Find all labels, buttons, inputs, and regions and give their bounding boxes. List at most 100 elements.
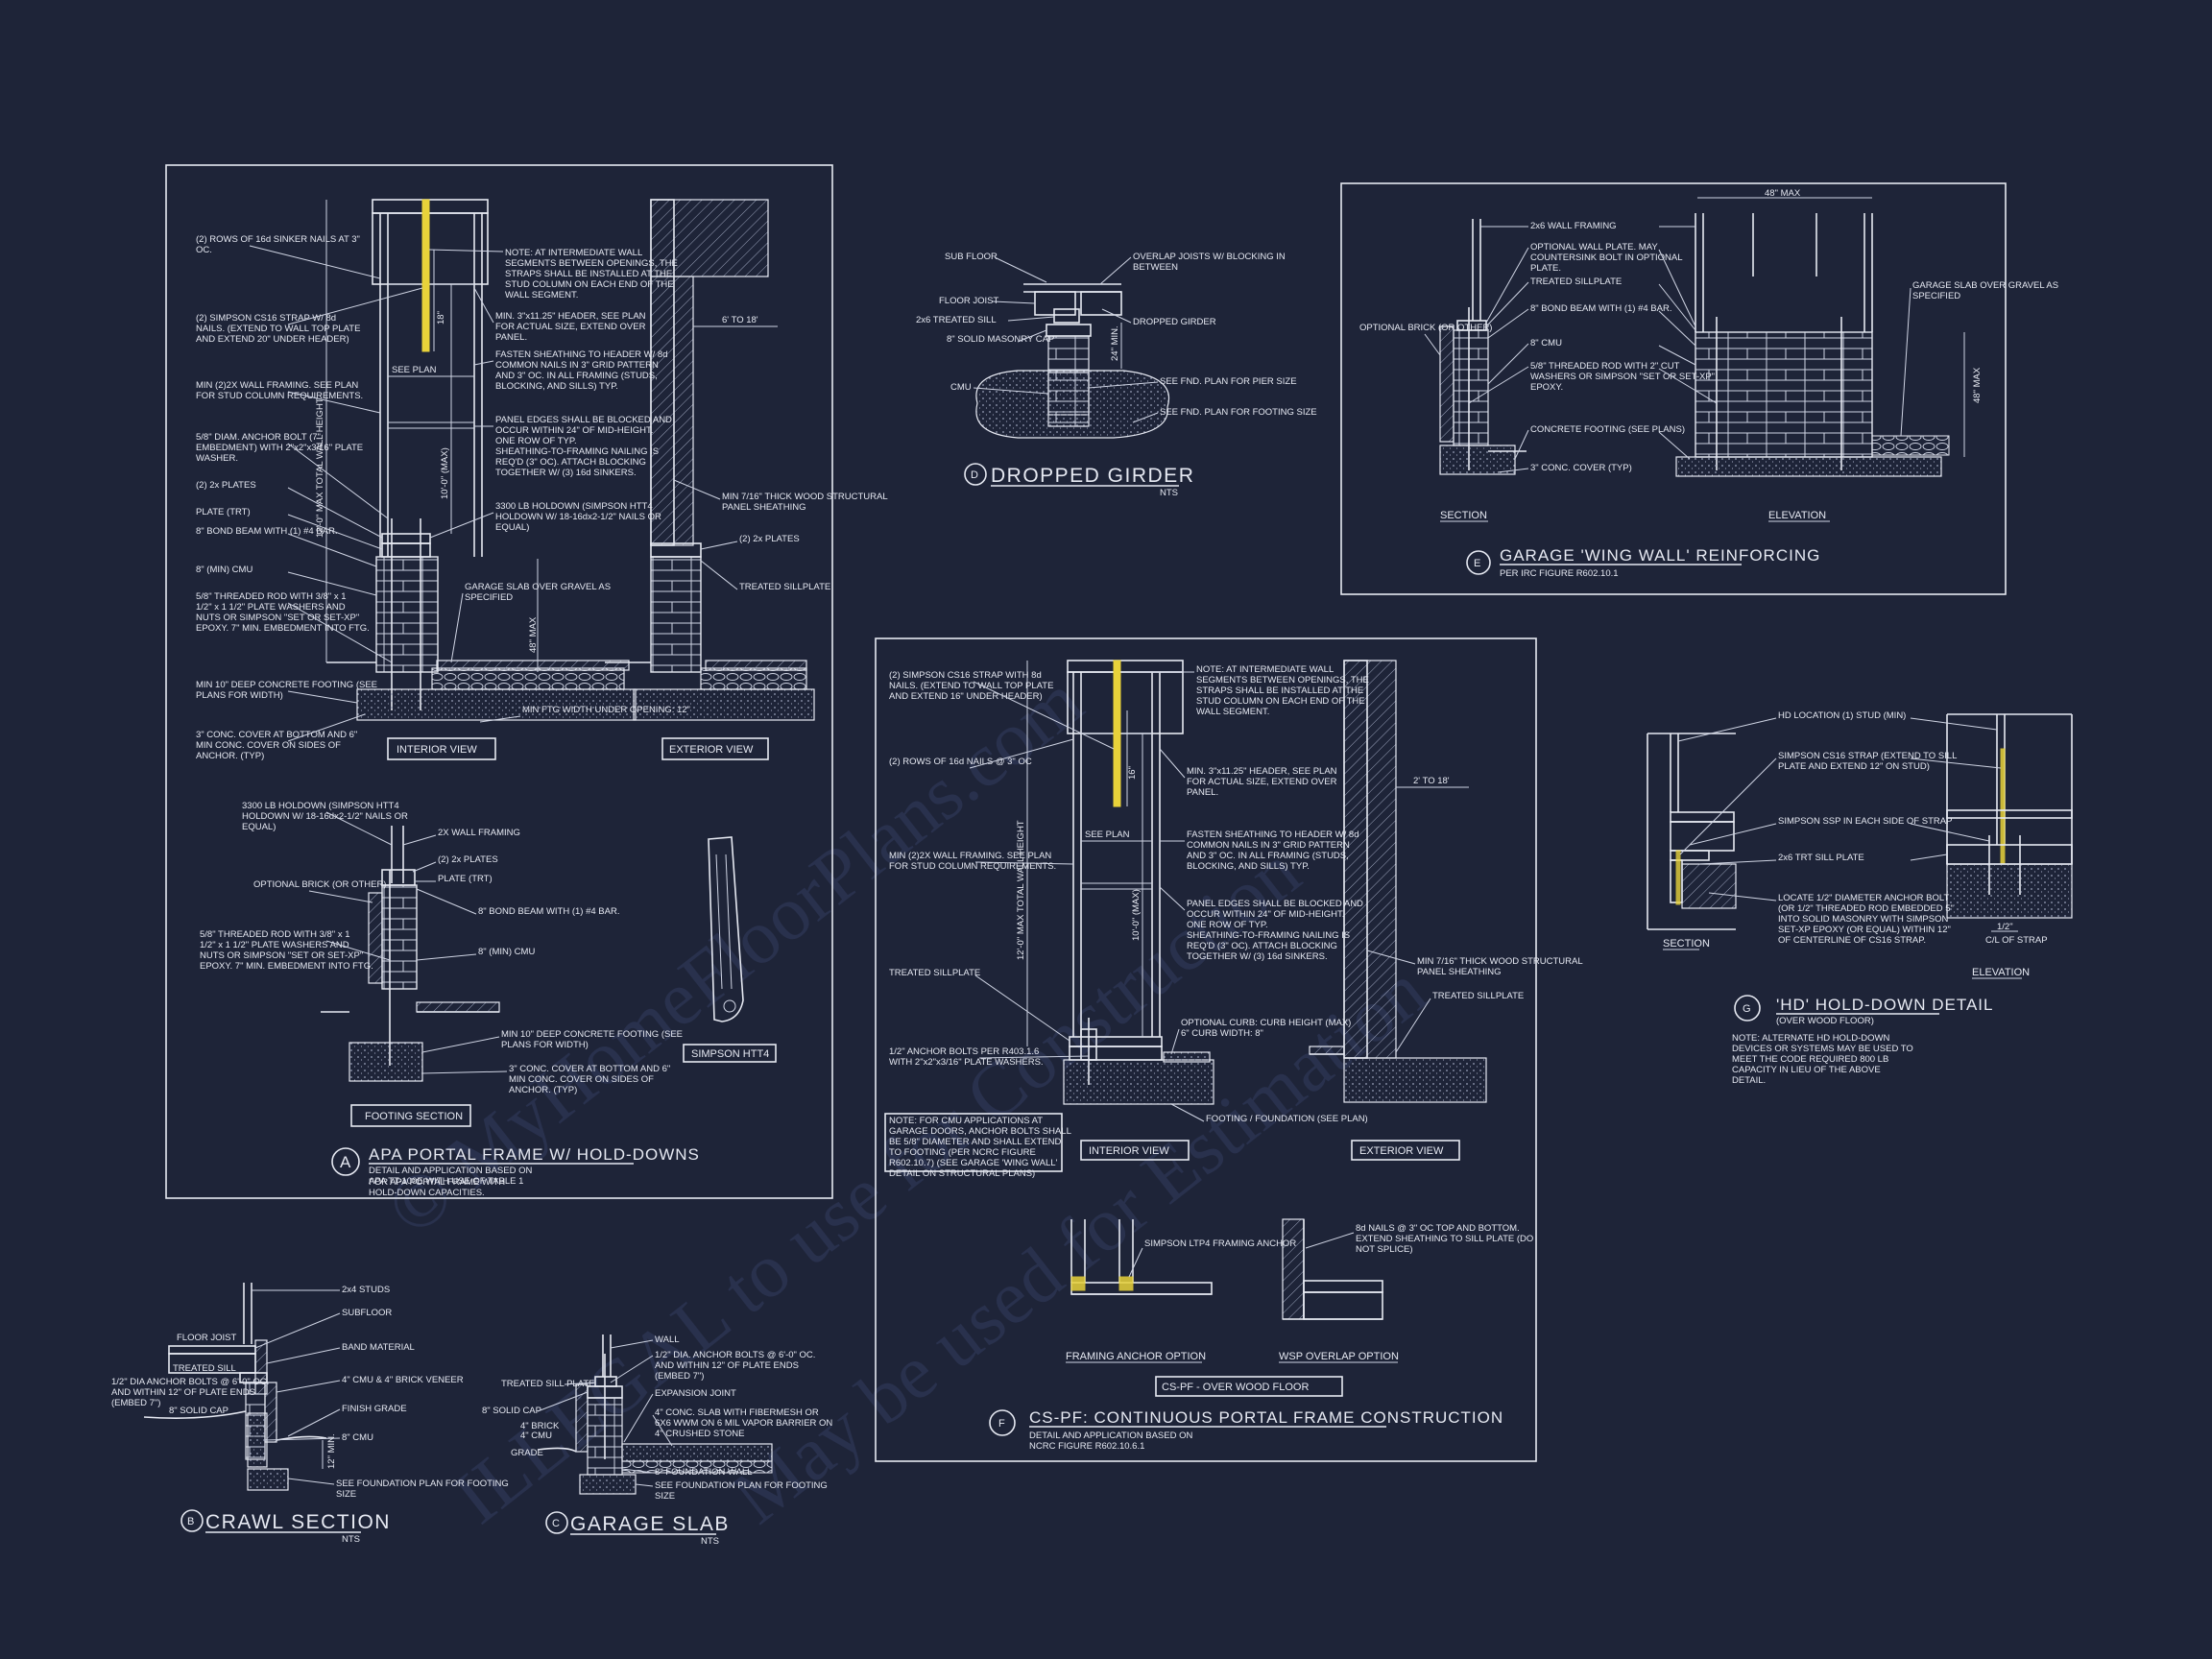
e-marker-circle — [1466, 550, 1491, 575]
c-nts: NTS — [701, 1536, 719, 1547]
a-exterior-view-tag — [661, 737, 769, 760]
a-ft-9: 3" CONC. COVER AT BOTTOM AND 6"MIN CONC.… — [509, 1064, 670, 1095]
g-note-3: 2x6 TRT SILL PLATE — [1778, 853, 1864, 863]
d-note-0: SUB FLOOR — [945, 252, 998, 262]
f-see-plan: SEE PLAN — [1085, 830, 1130, 840]
f-note-1: (2) ROWS OF 16d NAILS @ 3" OC — [889, 757, 1032, 767]
d-marker: D — [971, 469, 978, 481]
f-title: CS-PF: CONTINUOUS PORTAL FRAME CONSTRUCT… — [1029, 1408, 1503, 1427]
a-ft-5: 8" BOND BEAM WITH (1) #4 BAR. — [478, 906, 619, 917]
b-note-6: 4" CMU & 4" BRICK VENEER — [342, 1375, 464, 1385]
b-marker: B — [187, 1516, 194, 1527]
f-interior-view: INTERIOR VIEW — [1089, 1145, 1169, 1157]
detail-a-frame — [165, 164, 833, 1199]
d-title: DROPPED GIRDER — [991, 465, 1194, 487]
f-note-box — [884, 1113, 1063, 1172]
detail-a-footing-drawing — [321, 826, 500, 1082]
a-note-4: (2) 2x PLATES — [196, 480, 256, 491]
f-exterior-view-tag — [1351, 1140, 1460, 1161]
f-dim-wall: 12'-0" MAX TOTAL WALL HEIGHT — [1016, 820, 1026, 960]
d-note-2: FLOOR JOIST — [939, 296, 998, 306]
a-ft-3: PLATE (TRT) — [438, 874, 493, 884]
g-marker: G — [1743, 1003, 1751, 1015]
detail-b: 12" MIN. 2x4 STUDS SUBFLOOR FLOOR JOIST … — [111, 1283, 509, 1545]
b-note-1: SUBFLOOR — [342, 1308, 392, 1318]
a-marker: A — [340, 1153, 351, 1171]
d-dim: 24" MIN. — [1110, 325, 1120, 361]
f-marker: F — [998, 1418, 1005, 1430]
e-note-8: OPTIONAL BRICK (OR OTHER) — [1359, 323, 1492, 333]
e-section: SECTION — [1440, 510, 1487, 521]
f-cspf: CS-PF - OVER WOOD FLOOR — [1162, 1382, 1309, 1393]
a-dim-18: 18" — [436, 311, 446, 325]
d-note-5: 8" SOLID MASONRY CAP — [947, 334, 1054, 345]
g-note-0: HD LOCATION (1) STUD (MIN) — [1778, 710, 1906, 721]
c-note-6: 4" CMU — [520, 1431, 552, 1441]
g-elevation: ELEVATION — [1972, 967, 2030, 978]
e-note-4: 8" CMU — [1530, 338, 1562, 349]
detail-f: 12'-0" MAX TOTAL WALL HEIGHT 10'-0" (MAX… — [875, 637, 1583, 1462]
a-ext-2: TREATED SILLPLATE — [739, 582, 830, 592]
c-note-8: GRADE — [511, 1448, 543, 1458]
a-title: APA PORTAL FRAME W/ HOLD-DOWNS — [369, 1145, 700, 1164]
f-cspf-tag — [1155, 1376, 1343, 1397]
c-note-1: 1/2" DIA. ANCHOR BOLTS @ 6'-0" OC.AND WI… — [655, 1350, 815, 1382]
f-overlap-note: 8d NAILS @ 3" OC TOP AND BOTTOM.EXTEND S… — [1356, 1223, 1533, 1255]
a-marker-circle — [331, 1147, 360, 1176]
detail-a-interior-drawing — [325, 199, 637, 721]
detail-d: 24" MIN. SUB FLOOR OVERLAP JOISTS W/ BLO… — [916, 252, 1317, 498]
e-note-3: 8" BOND BEAM WITH (1) #4 BAR. — [1530, 303, 1671, 314]
detail-a: 12'-0" MAX TOTAL WALL HEIGHT 10'-0" (MAX… — [165, 164, 888, 1199]
b-marker-circle — [180, 1509, 204, 1532]
a-mid-6: MIN FTG WIDTH UNDER OPENING: 12" — [522, 705, 690, 715]
e-note-0: 2x6 WALL FRAMING — [1530, 221, 1617, 231]
f-wsp-overlap-drawing — [1282, 1218, 1383, 1320]
d-marker-circle — [964, 463, 987, 486]
e-elevation: ELEVATION — [1768, 510, 1826, 521]
f-framing-anchor: FRAMING ANCHOR OPTION — [1066, 1351, 1206, 1362]
simpson-htt4-drawing — [708, 836, 744, 1022]
detail-g: SECTION 1/2" C/L OF STRAP ELEVATION HD L… — [1647, 710, 2073, 1086]
f-anchor-note: SIMPSON LTP4 FRAMING ANCHOR — [1144, 1238, 1296, 1249]
b-note-7: 8" SOLID CAP — [169, 1406, 228, 1416]
a-note-3: 5/8" DIAM. ANCHOR BOLT (7"EMBEDMENT) WIT… — [196, 432, 363, 464]
c-note-4: 8" SOLID CAP — [482, 1406, 541, 1416]
c-note-3: EXPANSION JOINT — [655, 1388, 736, 1399]
a-interior-view-tag — [387, 737, 496, 760]
g-dim: C/L OF STRAP — [1985, 935, 2048, 946]
b-note-4: TREATED SILL — [173, 1363, 236, 1374]
b-dim: 12" MIN. — [326, 1433, 337, 1469]
d-note-3: 2x6 TREATED SILL — [916, 315, 997, 325]
d-note-8: SEE FND. PLAN FOR FOOTING SIZE — [1160, 407, 1317, 418]
a-footing-section: FOOTING SECTION — [365, 1111, 463, 1122]
g-dim-val: 1/2" — [1997, 922, 2013, 932]
a-note-6: 8" BOND BEAM WITH (1) #4 BAR. — [196, 526, 337, 537]
e-marker: E — [1474, 558, 1480, 569]
e-sub: PER IRC FIGURE R602.10.1 — [1500, 568, 1619, 579]
a-note-0: (2) ROWS OF 16d SINKER NAILS AT 3"OC. — [196, 234, 360, 255]
e-dim-side: 48" MAX — [1972, 367, 1983, 403]
